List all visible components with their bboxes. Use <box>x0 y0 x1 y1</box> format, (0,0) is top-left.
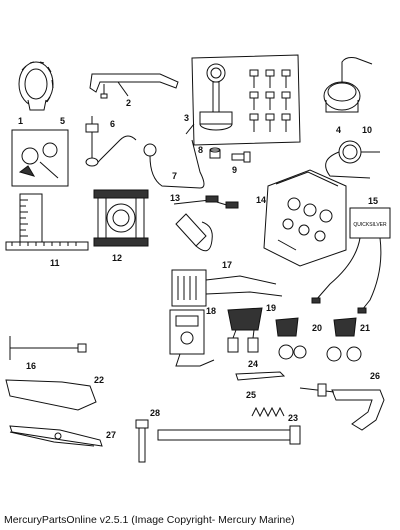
callout-6: 6 <box>110 119 115 129</box>
callout-9: 9 <box>232 165 237 175</box>
callout-12: 12 <box>112 253 122 263</box>
callout-10: 10 <box>362 125 372 135</box>
part-3-lifting-eye-kit <box>191 54 301 146</box>
part-16-t-handle <box>9 336 87 360</box>
callout-labels: 1 2 3 4 5 6 7 8 9 10 11 12 13 14 15 16 1… <box>18 98 380 440</box>
callout-26: 26 <box>370 371 380 381</box>
callout-11: 11 <box>50 258 60 268</box>
part-26-clamp <box>299 383 385 431</box>
copyright-footer: MercuryPartsOnline v2.5.1 (Image Copyrig… <box>4 514 295 526</box>
part-22-bracket <box>5 379 97 411</box>
callout-20: 20 <box>312 323 322 333</box>
callout-8: 8 <box>198 145 203 155</box>
part-8-fitting <box>209 147 221 159</box>
part-6-hose-valve <box>85 116 137 167</box>
callout-17: 17 <box>222 260 232 270</box>
callout-2: 2 <box>126 98 131 108</box>
callout-19: 19 <box>266 303 276 313</box>
callout-24: 24 <box>248 359 258 369</box>
callout-22: 22 <box>94 375 104 385</box>
part-10-compression-gauge <box>325 140 380 179</box>
callout-25: 25 <box>246 390 256 400</box>
part-24-punch <box>235 371 286 381</box>
callout-18: 18 <box>206 306 216 316</box>
callout-14: 14 <box>256 195 266 205</box>
part-18-multimeter <box>169 309 215 367</box>
callout-15: 15 <box>368 196 378 206</box>
part-21-connector <box>326 317 362 362</box>
part-11-ruler <box>5 193 89 251</box>
part-17-harness <box>171 269 283 307</box>
callout-21: 21 <box>360 323 370 333</box>
part-12-bearing-separator <box>93 189 149 247</box>
part-25-spring <box>251 406 285 418</box>
part-2-puller-bar <box>89 73 179 99</box>
callout-4: 4 <box>336 125 341 135</box>
test-box-label: QUICKSILVER <box>353 222 387 228</box>
part-5-flywheel-holder <box>11 129 69 187</box>
part-13-timing-light <box>173 195 239 252</box>
callout-27: 27 <box>106 430 116 440</box>
callout-3: 3 <box>184 113 189 123</box>
callout-28: 28 <box>150 408 160 418</box>
part-15-test-box: QUICKSILVER <box>311 207 391 314</box>
part-28-bolt <box>135 419 149 463</box>
part-27-pliers <box>9 425 103 447</box>
callout-13: 13 <box>170 193 180 203</box>
part-7-gauge-hose <box>143 123 205 189</box>
callout-7: 7 <box>172 171 177 181</box>
part-1-filter-wrench <box>18 61 54 111</box>
part-14-socket-case <box>263 169 347 267</box>
part-19-connector-harness <box>227 307 263 353</box>
callout-5: 5 <box>60 116 65 126</box>
part-9-adapter <box>231 151 251 163</box>
part-23-shaft <box>157 425 301 445</box>
callout-16: 16 <box>26 361 36 371</box>
callout-1: 1 <box>18 116 23 126</box>
callout-23: 23 <box>288 413 298 423</box>
part-4-pressure-tester <box>323 57 373 113</box>
part-20-connector <box>275 317 307 360</box>
